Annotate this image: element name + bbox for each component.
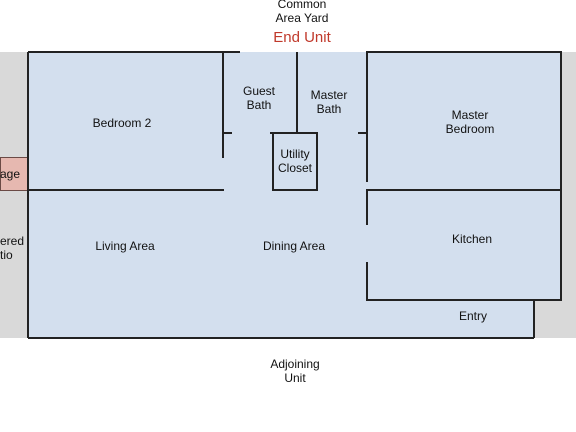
wall-utility-left	[272, 132, 274, 190]
wall-top-right	[366, 51, 562, 53]
storage-label: age	[0, 167, 21, 181]
room-entry: Entry	[458, 309, 487, 323]
wall-right-upper	[560, 52, 562, 300]
patio-label-line2: tio	[0, 248, 13, 262]
room-master-bath-line1: Master	[310, 88, 348, 102]
page-title: End Unit	[273, 29, 331, 46]
wall-entry-right	[533, 300, 535, 338]
wall-left	[27, 52, 29, 338]
room-utility-closet-line1: Utility	[280, 147, 310, 161]
patio-label-line1: ered	[0, 234, 25, 248]
room-living-area: Living Area	[95, 239, 155, 253]
wall-kitchen-bottom	[366, 299, 562, 301]
room-utility-closet-line2: Closet	[277, 161, 312, 175]
wall-kitchen-left-top	[366, 189, 368, 225]
wall-utility-top	[270, 132, 318, 134]
wall-guestbath-stub	[222, 132, 232, 134]
right-lower-exterior	[534, 300, 576, 338]
wall-utility-bottom	[272, 189, 318, 191]
storage-tab	[0, 157, 29, 191]
common-yard-line1: Common	[277, 0, 327, 11]
room-kitchen: Kitchen	[451, 232, 493, 246]
wall-bath-divider	[296, 52, 298, 132]
adjoining-unit-line2: Unit	[284, 371, 306, 385]
common-yard-line2: Area Yard	[275, 11, 329, 25]
room-master-bath-line2: Bath	[316, 102, 342, 116]
unit-floor	[28, 52, 562, 338]
room-guest-bath-line1: Guest	[242, 84, 275, 98]
room-master-bedroom-line2: Bedroom	[445, 122, 495, 136]
wall-master-bottom	[366, 189, 562, 191]
wall-bedroom2-bottom	[28, 189, 224, 191]
wall-utility-right	[316, 132, 318, 190]
wall-bottom	[28, 337, 534, 339]
room-guest-bath-line2: Bath	[246, 98, 272, 112]
wall-master-left	[366, 52, 368, 182]
wall-top-left	[28, 51, 240, 53]
left-exterior-area	[0, 52, 28, 338]
wall-kitchen-left-bottom	[366, 262, 368, 300]
wall-bedroom2-right	[222, 52, 224, 158]
room-dining-area: Dining Area	[262, 239, 326, 253]
wall-masterbath-stub	[358, 132, 368, 134]
adjoining-unit-line1: Adjoining	[270, 357, 320, 371]
room-master-bedroom-line1: Master	[451, 108, 489, 122]
room-bedroom2: Bedroom 2	[92, 116, 152, 130]
